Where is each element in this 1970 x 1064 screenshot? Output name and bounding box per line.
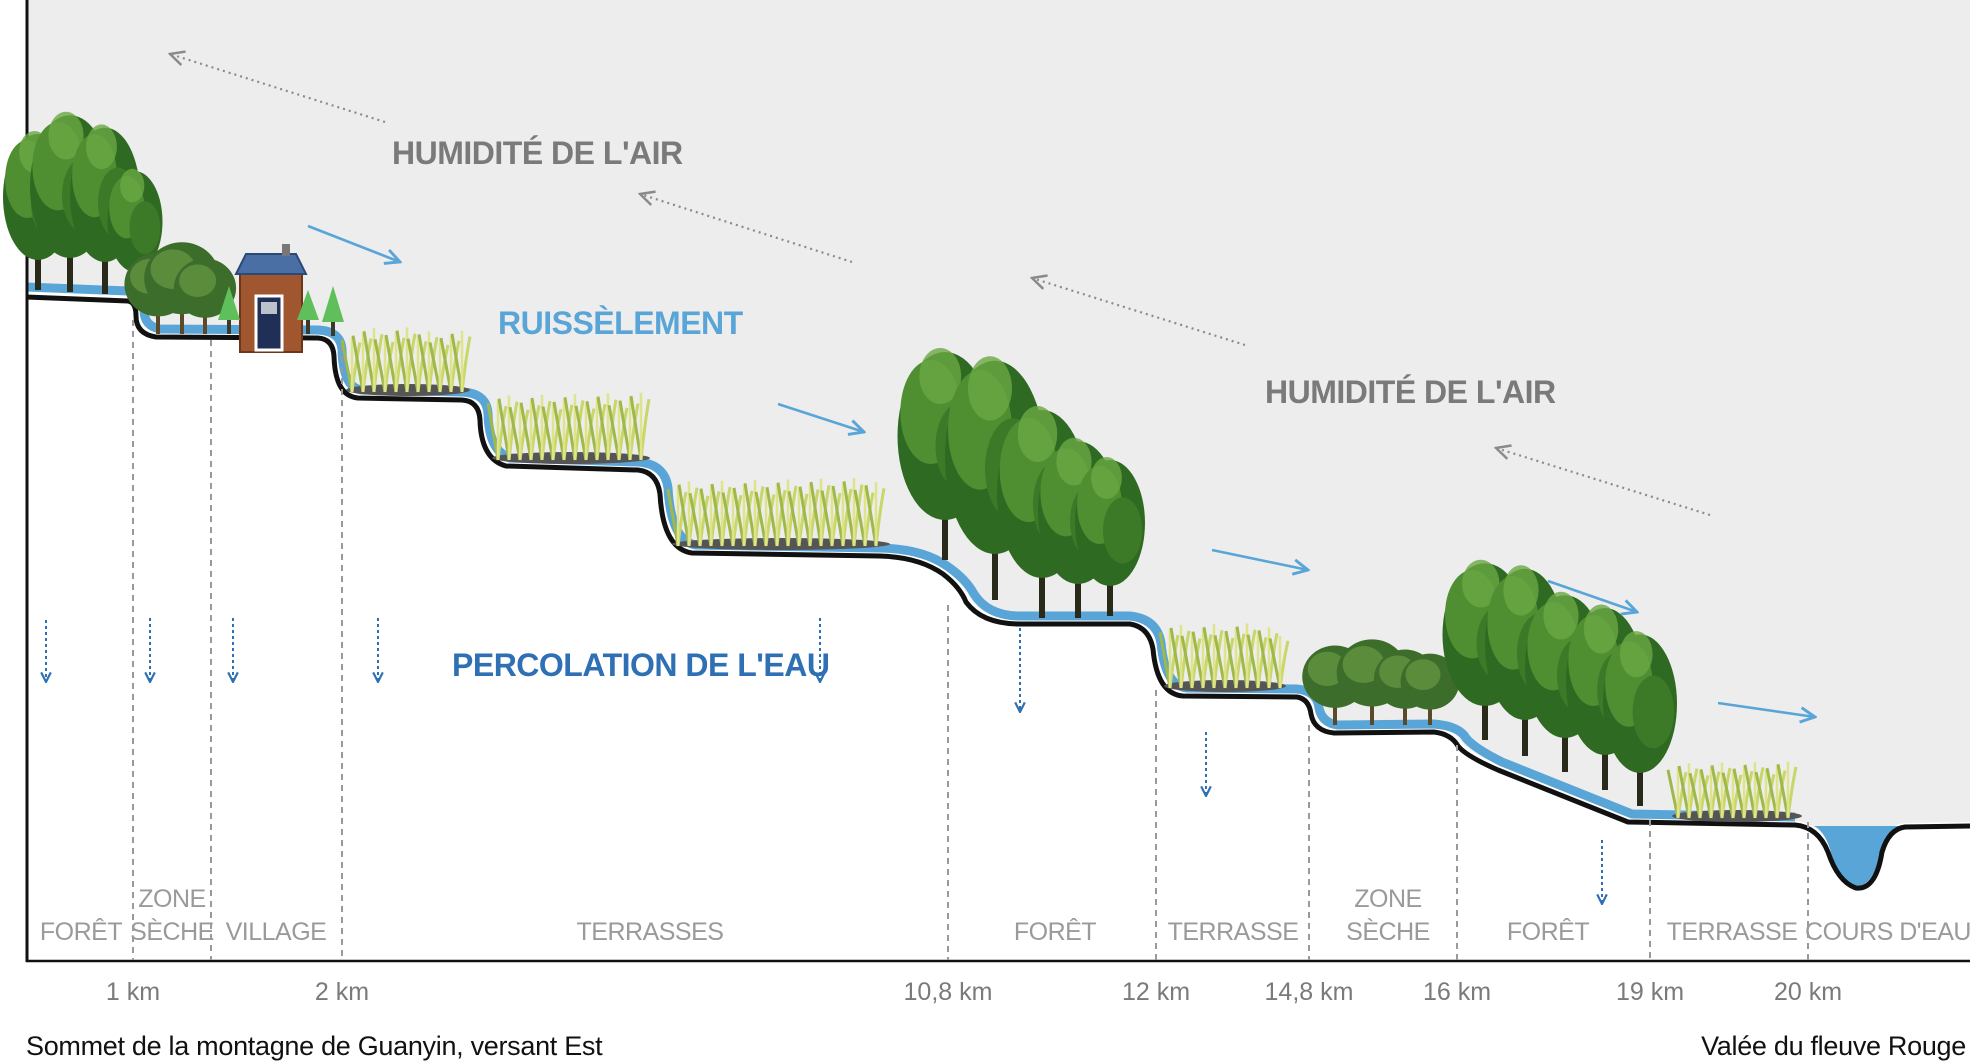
zone-label: FORÊT	[40, 917, 122, 946]
rice-plant-icon	[1158, 623, 1290, 692]
distance-label: 14,8 km	[1265, 978, 1354, 1006]
humidity-arrow	[1032, 278, 1246, 347]
deciduous-tree-icon	[107, 168, 163, 296]
zone-label: SÈCHE	[130, 917, 214, 946]
zone-label: ZONE	[138, 885, 205, 913]
deciduous-tree-icon	[1075, 457, 1145, 616]
rice-plant-icon	[486, 392, 651, 464]
runoff-arrow	[1211, 548, 1308, 570]
distance-label: 2 km	[315, 978, 369, 1006]
distance-label: 1 km	[106, 978, 160, 1006]
zone-label: FORÊT	[1507, 917, 1589, 946]
percolation-arrows	[46, 618, 1602, 904]
conifer-tree-icon	[322, 286, 344, 336]
shrub-icon	[173, 258, 237, 334]
rice-plant-icon	[1666, 761, 1802, 822]
terrain-outline	[25, 294, 1970, 891]
rice-plant-icon	[340, 327, 472, 396]
deciduous-tree-icon	[1603, 631, 1677, 806]
footer-left-caption: Sommet de la montagne de Guanyin, versan…	[26, 1031, 603, 1061]
zone-label: TERRASSES	[577, 918, 724, 946]
runoff-label: RUISSÈLEMENT	[498, 305, 744, 341]
runoff-arrow	[777, 402, 864, 432]
zone-dividers	[132, 320, 1809, 960]
zone-label: ZONE	[1354, 885, 1421, 913]
humidity-arrow	[640, 194, 853, 264]
distance-label: 19 km	[1616, 978, 1684, 1006]
shrub-icon	[1400, 653, 1460, 725]
zone-label: FORÊT	[1014, 917, 1096, 946]
distance-label: 10,8 km	[904, 978, 993, 1006]
humidity-arrow	[170, 54, 386, 124]
zone-label: TERRASSE	[1168, 918, 1299, 946]
humidity-arrow	[1496, 448, 1711, 517]
distance-label: 20 km	[1774, 978, 1842, 1006]
runoff-arrow	[1547, 579, 1637, 612]
ground	[26, 291, 1970, 960]
vegetation	[3, 111, 1802, 822]
air-humidity-label-top: HUMIDITÉ DE L'AIR	[392, 135, 683, 171]
conifer-tree-icon	[297, 290, 319, 334]
zone-label: VILLAGE	[226, 918, 327, 946]
rice-plant-icon	[666, 478, 890, 550]
conifer-trees	[218, 286, 344, 336]
zone-labels: FORÊT ZONE SÈCHE VILLAGE TERRASSES FORÊT TERRA…	[40, 885, 1970, 946]
distance-labels: 1 km 2 km 10,8 km 12 km 14,8 km 16 km 19 km 20 …	[106, 978, 1842, 1006]
village-house	[234, 244, 308, 353]
air-humidity-label-right: HUMIDITÉ DE L'AIR	[1265, 374, 1556, 410]
runoff-arrow	[1717, 701, 1815, 717]
runoff-arrow	[307, 224, 400, 262]
footer-right-caption: Valée du fleuve Rouge	[1701, 1031, 1966, 1061]
distance-label: 12 km	[1122, 978, 1190, 1006]
runoff-arrows	[307, 224, 1815, 717]
percolation-label: PERCOLATION DE L'EAU	[452, 647, 829, 683]
distance-label: 16 km	[1423, 978, 1491, 1006]
zone-label: COURS D'EAU	[1805, 918, 1970, 946]
conifer-tree-icon	[218, 286, 240, 334]
zone-label: TERRASSE	[1667, 918, 1798, 946]
zone-label: SÈCHE	[1346, 917, 1430, 946]
air-humidity-arrows	[170, 54, 1711, 517]
